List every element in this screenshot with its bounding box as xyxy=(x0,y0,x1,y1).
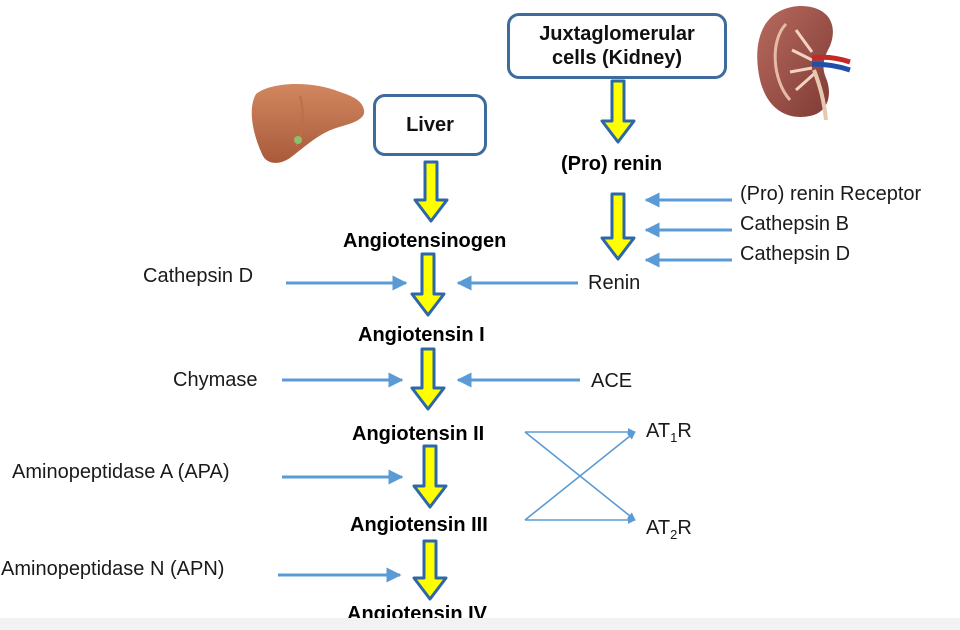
main-arrow xyxy=(412,539,448,601)
liver-icon xyxy=(251,83,365,163)
juxtaglomerular-line2: cells (Kidney) xyxy=(551,47,683,69)
main-arrow xyxy=(600,192,636,261)
pro-renin-receptor-label: (Pro) renin Receptor xyxy=(740,183,922,205)
angiotensin-1-label: Angiotensin I xyxy=(358,324,485,346)
at2r-suffix: R xyxy=(677,517,692,539)
main-arrow xyxy=(412,444,448,509)
apn-label: Aminopeptidase N (APN) xyxy=(1,558,225,580)
main-arrow xyxy=(413,160,449,223)
juxtaglomerular-line1: Juxtaglomerular xyxy=(539,23,695,45)
juxtaglomerular-box: Juxtaglomerular cells (Kidney) xyxy=(507,13,727,79)
renin-label: Renin xyxy=(588,272,641,294)
bottom-band xyxy=(0,618,960,630)
main-arrow xyxy=(410,252,446,317)
at1r-suffix: R xyxy=(677,420,692,442)
at2r-subscript: 2 xyxy=(670,527,678,542)
liver-label: Liver xyxy=(406,114,454,136)
kidney-icon xyxy=(757,6,851,121)
at2r-label: AT2R xyxy=(646,518,692,541)
pro-renin-label: (Pro) renin xyxy=(561,153,663,175)
angiotensinogen-label: Angiotensinogen xyxy=(343,230,507,252)
receptor-arrows xyxy=(524,428,636,524)
side-arrows xyxy=(278,192,732,583)
angiotensin-2-label: Angiotensin II xyxy=(352,423,485,445)
apa-label: Aminopeptidase A (APA) xyxy=(12,461,230,483)
cathepsin-d-left-label: Cathepsin D xyxy=(143,265,254,287)
main-flow-arrows xyxy=(410,79,636,601)
at1r-subscript: 1 xyxy=(670,430,678,445)
chymase-label: Chymase xyxy=(173,369,258,391)
at1r-prefix: AT xyxy=(646,420,671,442)
liver-box: Liver xyxy=(373,94,487,156)
ace-label: ACE xyxy=(591,370,633,392)
receptor-arrow xyxy=(524,431,636,521)
main-arrow xyxy=(410,347,446,411)
cathepsin-d-right-label: Cathepsin D xyxy=(740,243,851,265)
at1r-label: AT1R xyxy=(646,421,692,444)
angiotensin-3-label: Angiotensin III xyxy=(350,514,488,536)
cathepsin-b-label: Cathepsin B xyxy=(740,213,849,235)
main-arrow xyxy=(600,79,636,144)
at2r-prefix: AT xyxy=(646,517,671,539)
